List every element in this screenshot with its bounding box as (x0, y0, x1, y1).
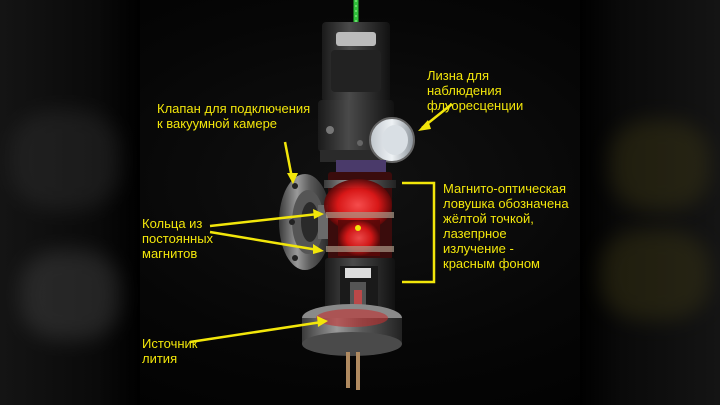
rings-arrow-upper (209, 212, 319, 228)
right-blurred-margin (580, 0, 720, 405)
rings-arrow-lower (209, 230, 319, 252)
lithium-source-label: Источник лития (142, 336, 198, 366)
mot-label: Магнито-оптическая ловушка обозначена жё… (443, 181, 569, 271)
annotation-pointers (189, 103, 453, 344)
mot-bracket (402, 181, 436, 284)
top-cylinder (322, 22, 390, 102)
lens-arrowhead (418, 120, 431, 131)
valve-arrow (283, 141, 294, 179)
left-blurred-margin (0, 0, 140, 405)
valve-arrowhead (287, 173, 298, 184)
magnet-ring-upper (326, 212, 394, 218)
bottom-flange (302, 304, 402, 390)
source-arrow (189, 320, 323, 344)
valve-label: Клапан для подключения к вакуумной камер… (157, 101, 311, 131)
mot-chamber (324, 172, 396, 260)
lens-label: Лизна для наблюдения флуоресценции (427, 68, 524, 113)
window-collar (336, 160, 386, 174)
lower-body (325, 258, 395, 316)
fluorescence-lens (369, 117, 415, 163)
mot-yellow-dot (355, 225, 361, 231)
magnet-ring-lower (326, 246, 394, 252)
magnet-rings-label: Кольца из постоянных магнитов (142, 216, 214, 261)
